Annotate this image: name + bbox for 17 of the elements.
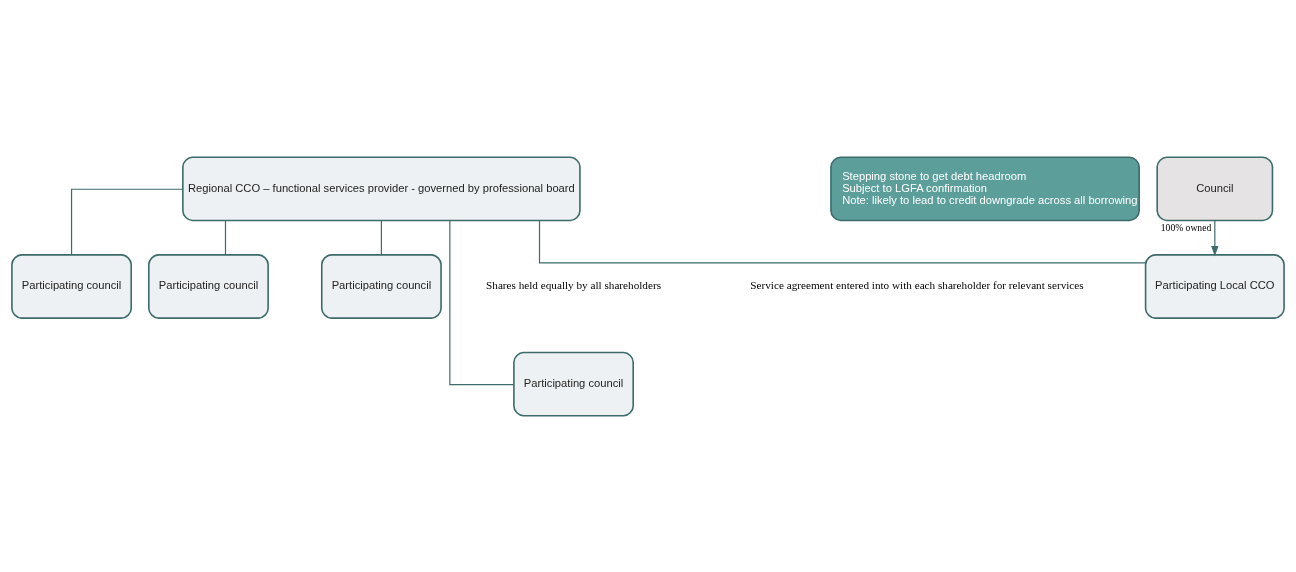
node-box: Stepping stone to get debt headroom Subject to LGFA confirmation Note: likely to lead to credit downgrade across all borrowing: [830, 155, 1140, 221]
node-box: Participating council: [148, 253, 269, 319]
connector: [538, 219, 1146, 263]
label: Shares held equally by all shareholders: [486, 278, 661, 291]
label: Service agreement entered into with each shareholder for relevant services: [750, 278, 1084, 291]
node-box: Participating Local CCO: [1144, 253, 1285, 319]
node-box: Participating council: [513, 351, 634, 417]
node-box: Participating council: [320, 253, 442, 319]
node-box: Participating council: [11, 253, 132, 319]
node-box: Regional CCO – functional services provider - governed by professional board: [182, 155, 581, 221]
connector: [380, 219, 382, 255]
connector: [70, 188, 184, 255]
connector: [449, 219, 515, 385]
node-box: Council: [1156, 155, 1274, 221]
connector: [224, 219, 227, 255]
edge-label: 100% owned: [1160, 221, 1212, 233]
arrow: [1211, 219, 1219, 256]
